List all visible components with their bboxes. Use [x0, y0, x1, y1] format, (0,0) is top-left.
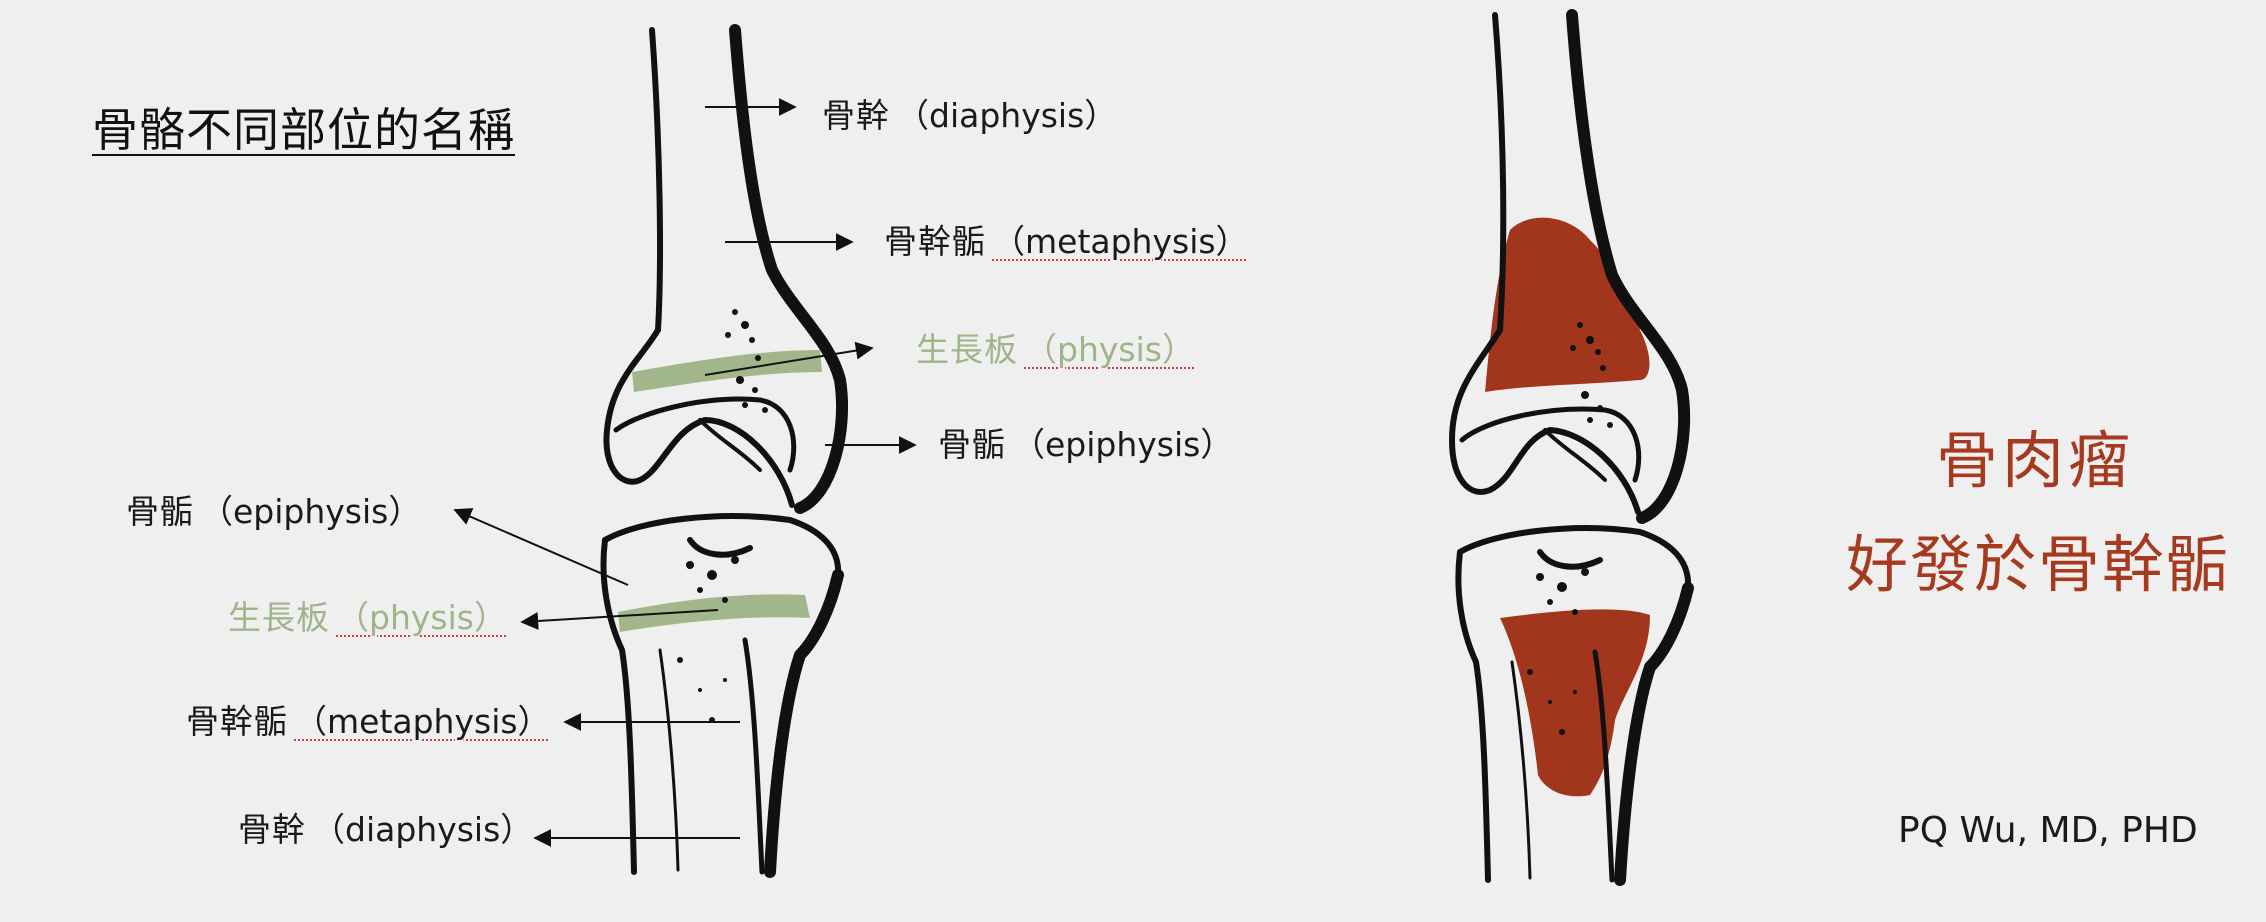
label-zh: 生長板: [916, 330, 1018, 369]
femur-trabeculae-left: [725, 309, 768, 413]
tibia-physis-left: [618, 594, 810, 632]
label-zh: 骨骺: [126, 492, 194, 531]
tibia-trabeculae-right: [1527, 568, 1589, 735]
label-upper-physis: 生長板（physis）: [916, 330, 1195, 370]
label-upper-metaphysis: 骨幹骺（metaphysis）: [884, 222, 1249, 262]
tibia-tumor-region: [1500, 609, 1650, 797]
label-lower-diaphysis: 骨幹（diaphysis）: [238, 810, 533, 850]
label-en: （physis）: [336, 598, 507, 637]
tibia-trabeculae-left: [677, 556, 739, 723]
label-zh: 骨幹骺: [186, 702, 288, 741]
femur-trabeculae-right: [1570, 322, 1613, 428]
label-lower-metaphysis: 骨幹骺（metaphysis）: [186, 702, 551, 742]
tibia-left: [600, 513, 844, 878]
label-zh: 骨幹: [822, 96, 890, 135]
label-lower-physis: 生長板（physis）: [228, 598, 507, 638]
label-en: （epiphysis）: [200, 492, 422, 531]
femur-right: [1449, 9, 1691, 524]
page-title: 骨骼不同部位的名稱: [92, 103, 515, 157]
label-zh: 骨骺: [938, 425, 1006, 464]
label-en: （epiphysis）: [1012, 425, 1234, 464]
tumor-title: 骨肉瘤: [1936, 424, 2135, 497]
tibia-right: [1455, 525, 1694, 886]
author-credit: PQ Wu, MD, PHD: [1898, 810, 2198, 851]
label-zh: 骨幹: [238, 810, 306, 849]
label-zh: 生長板: [228, 598, 330, 637]
label-upper-epiphysis: 骨骺（epiphysis）: [938, 425, 1233, 465]
label-en: （metaphysis）: [294, 702, 551, 741]
label-en: （physis）: [1024, 330, 1195, 369]
annotation-arrows: [453, 98, 917, 847]
label-en: （diaphysis）: [312, 810, 534, 849]
tumor-subtitle: 好發於骨幹骺: [1846, 528, 2231, 601]
label-en: （metaphysis）: [992, 222, 1249, 261]
label-lower-epiphysis: 骨骺（epiphysis）: [126, 492, 421, 532]
femur-left: [603, 24, 849, 514]
label-zh: 骨幹骺: [884, 222, 986, 261]
label-en: （diaphysis）: [896, 96, 1118, 135]
label-upper-diaphysis: 骨幹（diaphysis）: [822, 96, 1117, 136]
